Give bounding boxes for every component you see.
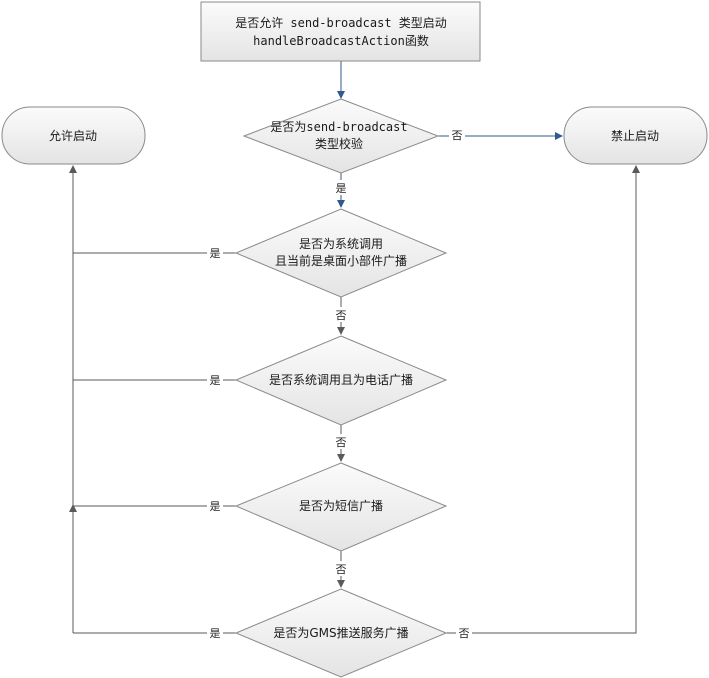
trunk-arrow-mid: [69, 504, 77, 512]
label-widget-yes: 是: [210, 247, 221, 260]
decision-4-line-1: 是否为短信广播: [299, 499, 383, 513]
edge-labels: 否 是 是 否 是 否 是 否 是 否: [207, 127, 472, 640]
allow-label: 允许启动: [49, 128, 97, 143]
label-check-no: 否: [452, 129, 463, 142]
decision-send-broadcast-check: 是否为send-broadcast 类型校验: [242, 98, 440, 174]
label-check-yes: 是: [336, 182, 347, 195]
start-line-2: handleBroadcastAction函数: [253, 33, 429, 48]
decision-1-line-1: 是否为send-broadcast: [270, 120, 407, 134]
decision-sms-broadcast: 是否为短信广播: [234, 462, 448, 552]
decision-gms-broadcast: 是否为GMS推送服务广播: [234, 588, 448, 678]
label-gms-yes: 是: [210, 627, 221, 640]
label-phone-yes: 是: [210, 374, 221, 387]
start-box: 是否允许 send-broadcast 类型启动 handleBroadcast…: [200, 1, 481, 62]
start-line-1: 是否允许 send-broadcast 类型启动: [235, 15, 447, 30]
decision-widget-broadcast: 是否为系统调用 且当前是桌面小部件广播: [234, 208, 448, 298]
label-phone-no: 否: [336, 436, 347, 449]
label-sms-yes: 是: [210, 500, 221, 513]
allow-terminal: 允许启动: [1, 106, 146, 165]
deny-label: 禁止启动: [611, 129, 659, 143]
decision-1-line-2: 类型校验: [315, 136, 363, 151]
decision-phone-broadcast: 是否系统调用且为电话广播: [234, 335, 448, 426]
decision-3-line-1: 是否系统调用且为电话广播: [269, 373, 413, 387]
label-sms-no: 否: [336, 563, 347, 576]
label-gms-no: 否: [459, 627, 470, 640]
deny-terminal: 禁止启动: [563, 106, 708, 165]
decision-5-line-1: 是否为GMS推送服务广播: [273, 625, 408, 640]
decision-2-line-2: 且当前是桌面小部件广播: [275, 253, 407, 268]
label-widget-no: 否: [336, 309, 347, 322]
edge-gms-no: [446, 165, 640, 634]
decision-2-line-1: 是否为系统调用: [299, 237, 383, 251]
